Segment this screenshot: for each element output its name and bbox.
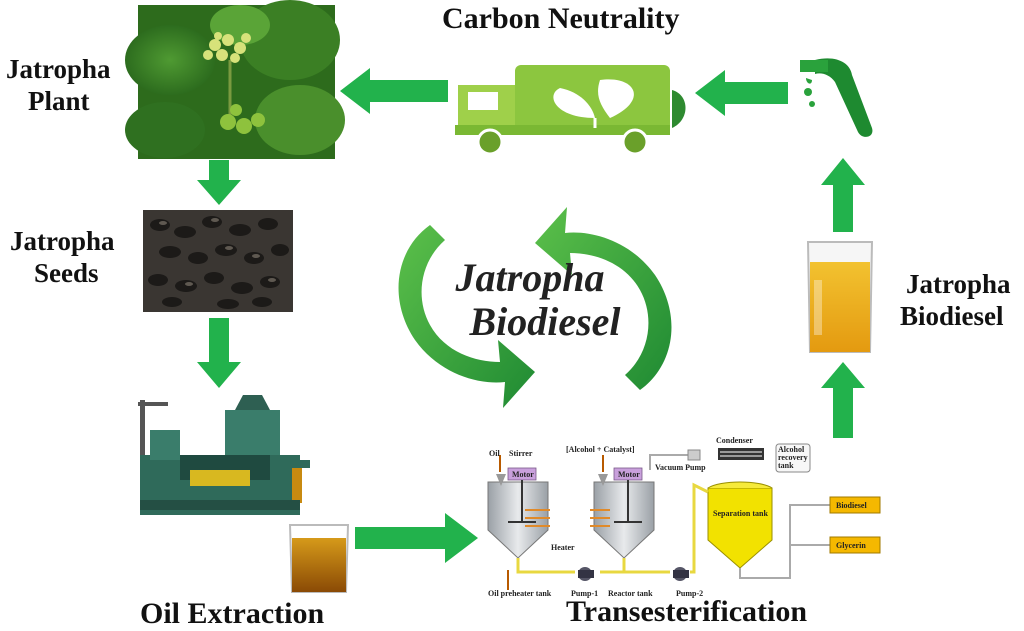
oil-extraction-label: Oil Extraction (140, 597, 325, 630)
biodiesel-beaker-image (806, 241, 874, 353)
label-reactor-tank: Reactor tank (608, 589, 653, 598)
arrow-seeds-to-press (197, 318, 241, 388)
label-stirrer: Stirrer (509, 449, 533, 458)
label-oil-preheater-tank: Oil preheater tank (488, 589, 552, 598)
jatropha-plant-image (125, 0, 345, 159)
label-biodiesel-output: Biodiesel (836, 501, 867, 510)
jatropha-seeds-label: Jatropha Seeds (10, 225, 115, 289)
label-pump-2: Pump-2 (676, 589, 703, 598)
label-alcohol-recovery-3: tank (778, 461, 794, 470)
jatropha-plant-label: Jatropha Plant (6, 53, 111, 117)
jatropha-plant-label-line1: Jatropha (6, 54, 111, 84)
jatropha-biodiesel-label-line2: Biodiesel (900, 301, 1004, 331)
label-alcohol-catalyst: [Alcohol + Catalyst] (566, 445, 635, 454)
jatropha-biodiesel-label: Jatropha Biodiesel (900, 268, 1011, 332)
center-cycle-label-line2: Biodiesel (469, 299, 621, 344)
fuel-nozzle-icon (800, 58, 873, 137)
carbon-neutrality-label: Carbon Neutrality (442, 2, 680, 35)
arrow-biodiesel-to-fuel (821, 158, 865, 232)
arrow-oil-to-transesterification (355, 513, 478, 563)
label-pump-1: Pump-1 (571, 589, 598, 598)
label-vacuum-pump: Vacuum Pump (655, 463, 706, 472)
oil-beaker-image (288, 524, 350, 593)
center-cycle-label: Jatropha Biodiesel (430, 256, 630, 344)
transesterification-label: Transesterification (566, 595, 808, 628)
center-cycle-label-line1: Jatropha (455, 255, 605, 300)
label-oil: Oil (489, 449, 500, 458)
label-condenser: Condenser (716, 436, 753, 445)
label-alcohol-recovery-1: Alcohol (778, 445, 805, 454)
arrow-process-to-biodiesel (821, 362, 865, 438)
label-alcohol-recovery-2: recovery (778, 453, 808, 462)
label-separation-tank: Separation tank (713, 509, 768, 518)
arrow-fuel-to-truck (695, 70, 788, 116)
label-motor-1: Motor (512, 470, 534, 479)
label-motor-2: Motor (618, 470, 640, 479)
arrow-plant-to-seeds (197, 160, 241, 205)
cycle-arrows-icon (398, 207, 672, 408)
transesterification-schematic (487, 443, 881, 590)
jatropha-seeds-label-line1: Jatropha (10, 226, 115, 256)
truck-image (455, 65, 686, 156)
arrow-truck-to-plant (340, 68, 448, 114)
oil-press-machine-image (138, 395, 310, 515)
jatropha-biodiesel-label-line1: Jatropha (906, 269, 1011, 299)
jatropha-plant-label-line2: Plant (28, 86, 90, 116)
label-heater: Heater (551, 543, 575, 552)
jatropha-seeds-label-line2: Seeds (34, 258, 99, 288)
label-glycerin-output: Glycerin (836, 541, 866, 550)
jatropha-seeds-image (143, 210, 293, 312)
